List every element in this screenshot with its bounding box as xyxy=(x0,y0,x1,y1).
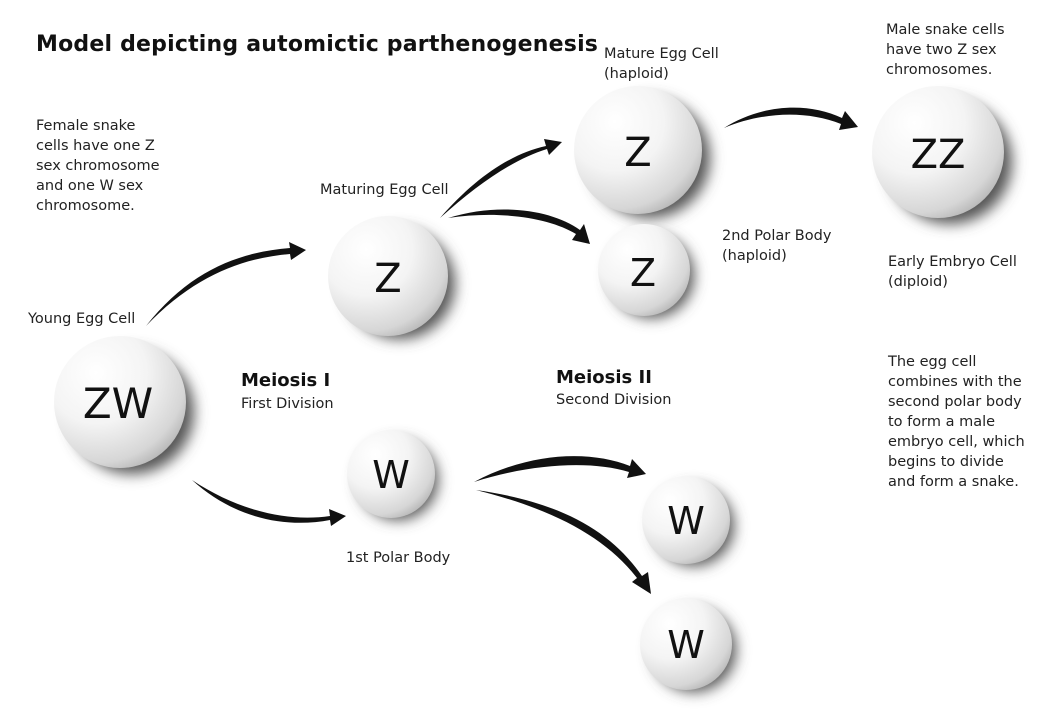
cell-first-polar-body: W xyxy=(347,430,438,520)
note-combine: The egg cell combines with the second po… xyxy=(888,354,1025,490)
meiosis-1-heading: Meiosis I xyxy=(241,370,331,391)
meiosis-1-subheading: First Division xyxy=(241,396,334,412)
cell-w-upper: W xyxy=(642,476,734,566)
arrows xyxy=(146,107,858,594)
page-title: Model depicting automictic parthenogenes… xyxy=(36,32,599,57)
cell-maturing-egg: Z xyxy=(328,216,455,339)
cell-second-polar-label: Z xyxy=(630,251,656,295)
note-female-cells: Female snake cells have one Z sex chromo… xyxy=(36,118,160,214)
label-second-polar-body: 2nd Polar Body (haploid) xyxy=(722,228,832,264)
arrow-maturing-to-second-polar xyxy=(448,209,590,244)
cell-young-egg-label: ZW xyxy=(83,379,153,428)
arrow-young-to-first-polar xyxy=(192,480,346,526)
cell-maturing-egg-label: Z xyxy=(374,256,401,302)
arrow-maturing-to-mature xyxy=(440,139,562,218)
cell-second-polar-body: Z xyxy=(598,224,694,318)
arrow-first-polar-to-w-upper xyxy=(474,456,646,482)
label-early-embryo: Early Embryo Cell (diploid) xyxy=(888,254,1017,290)
cell-early-embryo: ZZ xyxy=(872,86,1012,224)
meiosis-2-heading: Meiosis II xyxy=(556,367,652,388)
cell-w-lower-label: W xyxy=(667,623,705,667)
arrow-mature-to-embryo xyxy=(724,107,858,130)
cell-w-upper-label: W xyxy=(667,499,705,543)
arrow-first-polar-to-w-lower xyxy=(476,490,651,594)
cell-first-polar-label: W xyxy=(372,453,410,497)
cell-w-lower: W xyxy=(640,598,736,692)
arrow-young-to-maturing xyxy=(146,242,306,326)
label-mature-egg: Mature Egg Cell (haploid) xyxy=(604,46,719,82)
note-male-cells: Male snake cells have two Z sex chromoso… xyxy=(886,22,1005,78)
label-maturing-egg: Maturing Egg Cell xyxy=(320,182,449,198)
label-first-polar-body: 1st Polar Body xyxy=(346,550,451,566)
cell-young-egg: ZW xyxy=(54,336,194,474)
cell-mature-egg-label: Z xyxy=(624,130,651,176)
meiosis-2-subheading: Second Division xyxy=(556,392,672,408)
cell-mature-egg: Z xyxy=(574,86,710,218)
label-young-egg: Young Egg Cell xyxy=(28,311,136,327)
cell-early-embryo-label: ZZ xyxy=(911,132,966,178)
